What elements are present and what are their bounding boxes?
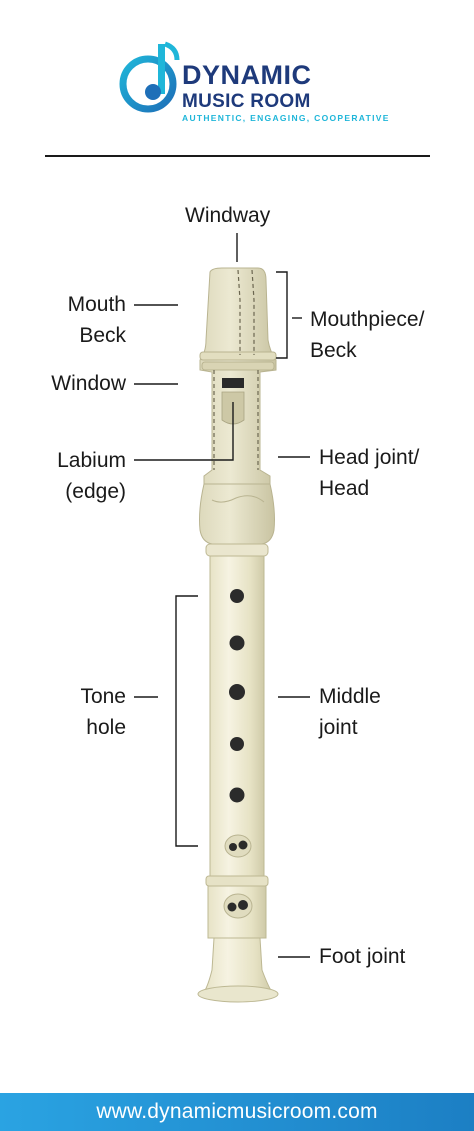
label-head-joint-line1: Head joint/ xyxy=(319,446,420,469)
label-labium: Labium (edge) xyxy=(20,445,126,507)
label-tone-hole-line2: hole xyxy=(86,716,126,739)
tone-hole-3 xyxy=(229,684,245,700)
label-middle-joint: Middle joint xyxy=(319,681,381,743)
label-head-joint-line2: Head xyxy=(319,477,370,500)
label-labium-line2: (edge) xyxy=(65,480,126,503)
label-head-joint: Head joint/ Head xyxy=(319,442,419,504)
tone-hole-7b xyxy=(238,900,248,910)
label-mouth-beck-line1: Mouth xyxy=(67,293,126,316)
logo-tagline: AUTHENTIC, ENGAGING, COOPERATIVE xyxy=(182,113,390,123)
label-foot-joint: Foot joint xyxy=(319,945,406,968)
label-labium-line1: Labium xyxy=(57,449,126,472)
tone-hole-1 xyxy=(230,589,244,603)
tone-hole-6a xyxy=(229,843,237,851)
logo-subtitle: MUSIC ROOM xyxy=(182,91,311,112)
logo-title: DYNAMIC xyxy=(182,60,312,90)
footer-bar: www.dynamicmusicroom.com xyxy=(0,1093,474,1131)
tone-hole-7a xyxy=(227,902,237,912)
label-mouthpiece-beck: Mouthpiece/ Beck xyxy=(310,304,424,366)
label-tone-hole-line1: Tone xyxy=(80,685,126,708)
label-mouthpiece-beck-line1: Mouthpiece/ xyxy=(310,308,425,331)
music-note-d-icon xyxy=(119,41,180,113)
header-divider xyxy=(45,155,430,157)
label-mouthpiece-beck-line2: Beck xyxy=(310,339,357,362)
foot-joint-shape xyxy=(197,875,279,1003)
tone-hole-6b xyxy=(238,840,248,850)
tone-hole-4 xyxy=(230,737,244,751)
tone-hole-5 xyxy=(229,787,245,803)
middle-joint-shape xyxy=(205,543,269,877)
footer-url-link[interactable]: www.dynamicmusicroom.com xyxy=(96,1100,378,1123)
leader-lines xyxy=(134,233,310,958)
label-middle-joint-line1: Middle xyxy=(319,685,381,708)
label-middle-joint-line2: joint xyxy=(319,716,358,739)
label-windway: Windway xyxy=(185,204,271,227)
label-window: Window xyxy=(51,372,126,395)
tone-hole-2 xyxy=(229,635,245,651)
label-tone-hole: Tone hole xyxy=(20,681,126,743)
label-mouth-beck: Mouth Beck xyxy=(34,289,126,351)
label-mouth-beck-line2: Beck xyxy=(79,324,126,347)
head-joint-shape xyxy=(199,267,277,545)
brand-logo: DYNAMIC MUSIC ROOM AUTHENTIC, ENGAGING, … xyxy=(118,40,388,125)
